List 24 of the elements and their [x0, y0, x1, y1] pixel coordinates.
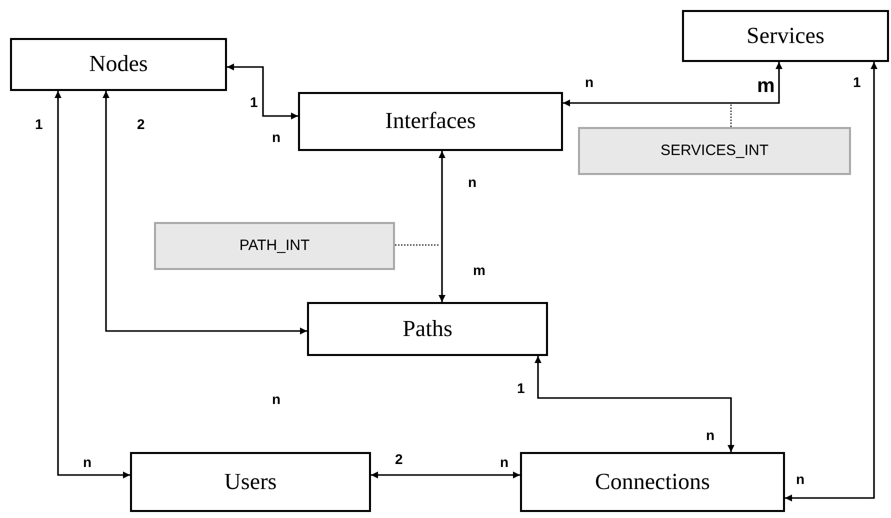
cardinality-label: n — [500, 455, 509, 469]
cardinality-label: 1 — [35, 117, 43, 131]
cardinality-label: n — [272, 130, 281, 144]
cardinality-label: n — [706, 428, 715, 442]
cardinality-label: m — [473, 263, 486, 277]
cardinality-label: 1 — [853, 75, 861, 89]
cardinality-label: n — [468, 175, 477, 189]
cardinality-label: 1 — [250, 95, 258, 109]
association-table-box: PATH_INT — [154, 222, 395, 270]
cardinality-label: n — [83, 455, 92, 469]
entity-box: Users — [130, 452, 371, 512]
cardinality-label: n — [585, 75, 594, 89]
association-table-box: SERVICES_INT — [578, 127, 851, 175]
cardinality-label: n — [796, 472, 805, 486]
entity-box: Connections — [520, 452, 785, 512]
entity-box: Interfaces — [298, 92, 563, 151]
cardinality-label: m — [757, 76, 775, 96]
cardinality-label: n — [272, 392, 281, 406]
cardinality-label: 2 — [137, 117, 145, 131]
cardinality-label: 1 — [517, 381, 525, 395]
entity-box: Services — [682, 10, 889, 62]
entity-box: Nodes — [10, 38, 227, 91]
cardinality-label: 2 — [395, 452, 403, 466]
entity-box: Paths — [307, 302, 548, 356]
